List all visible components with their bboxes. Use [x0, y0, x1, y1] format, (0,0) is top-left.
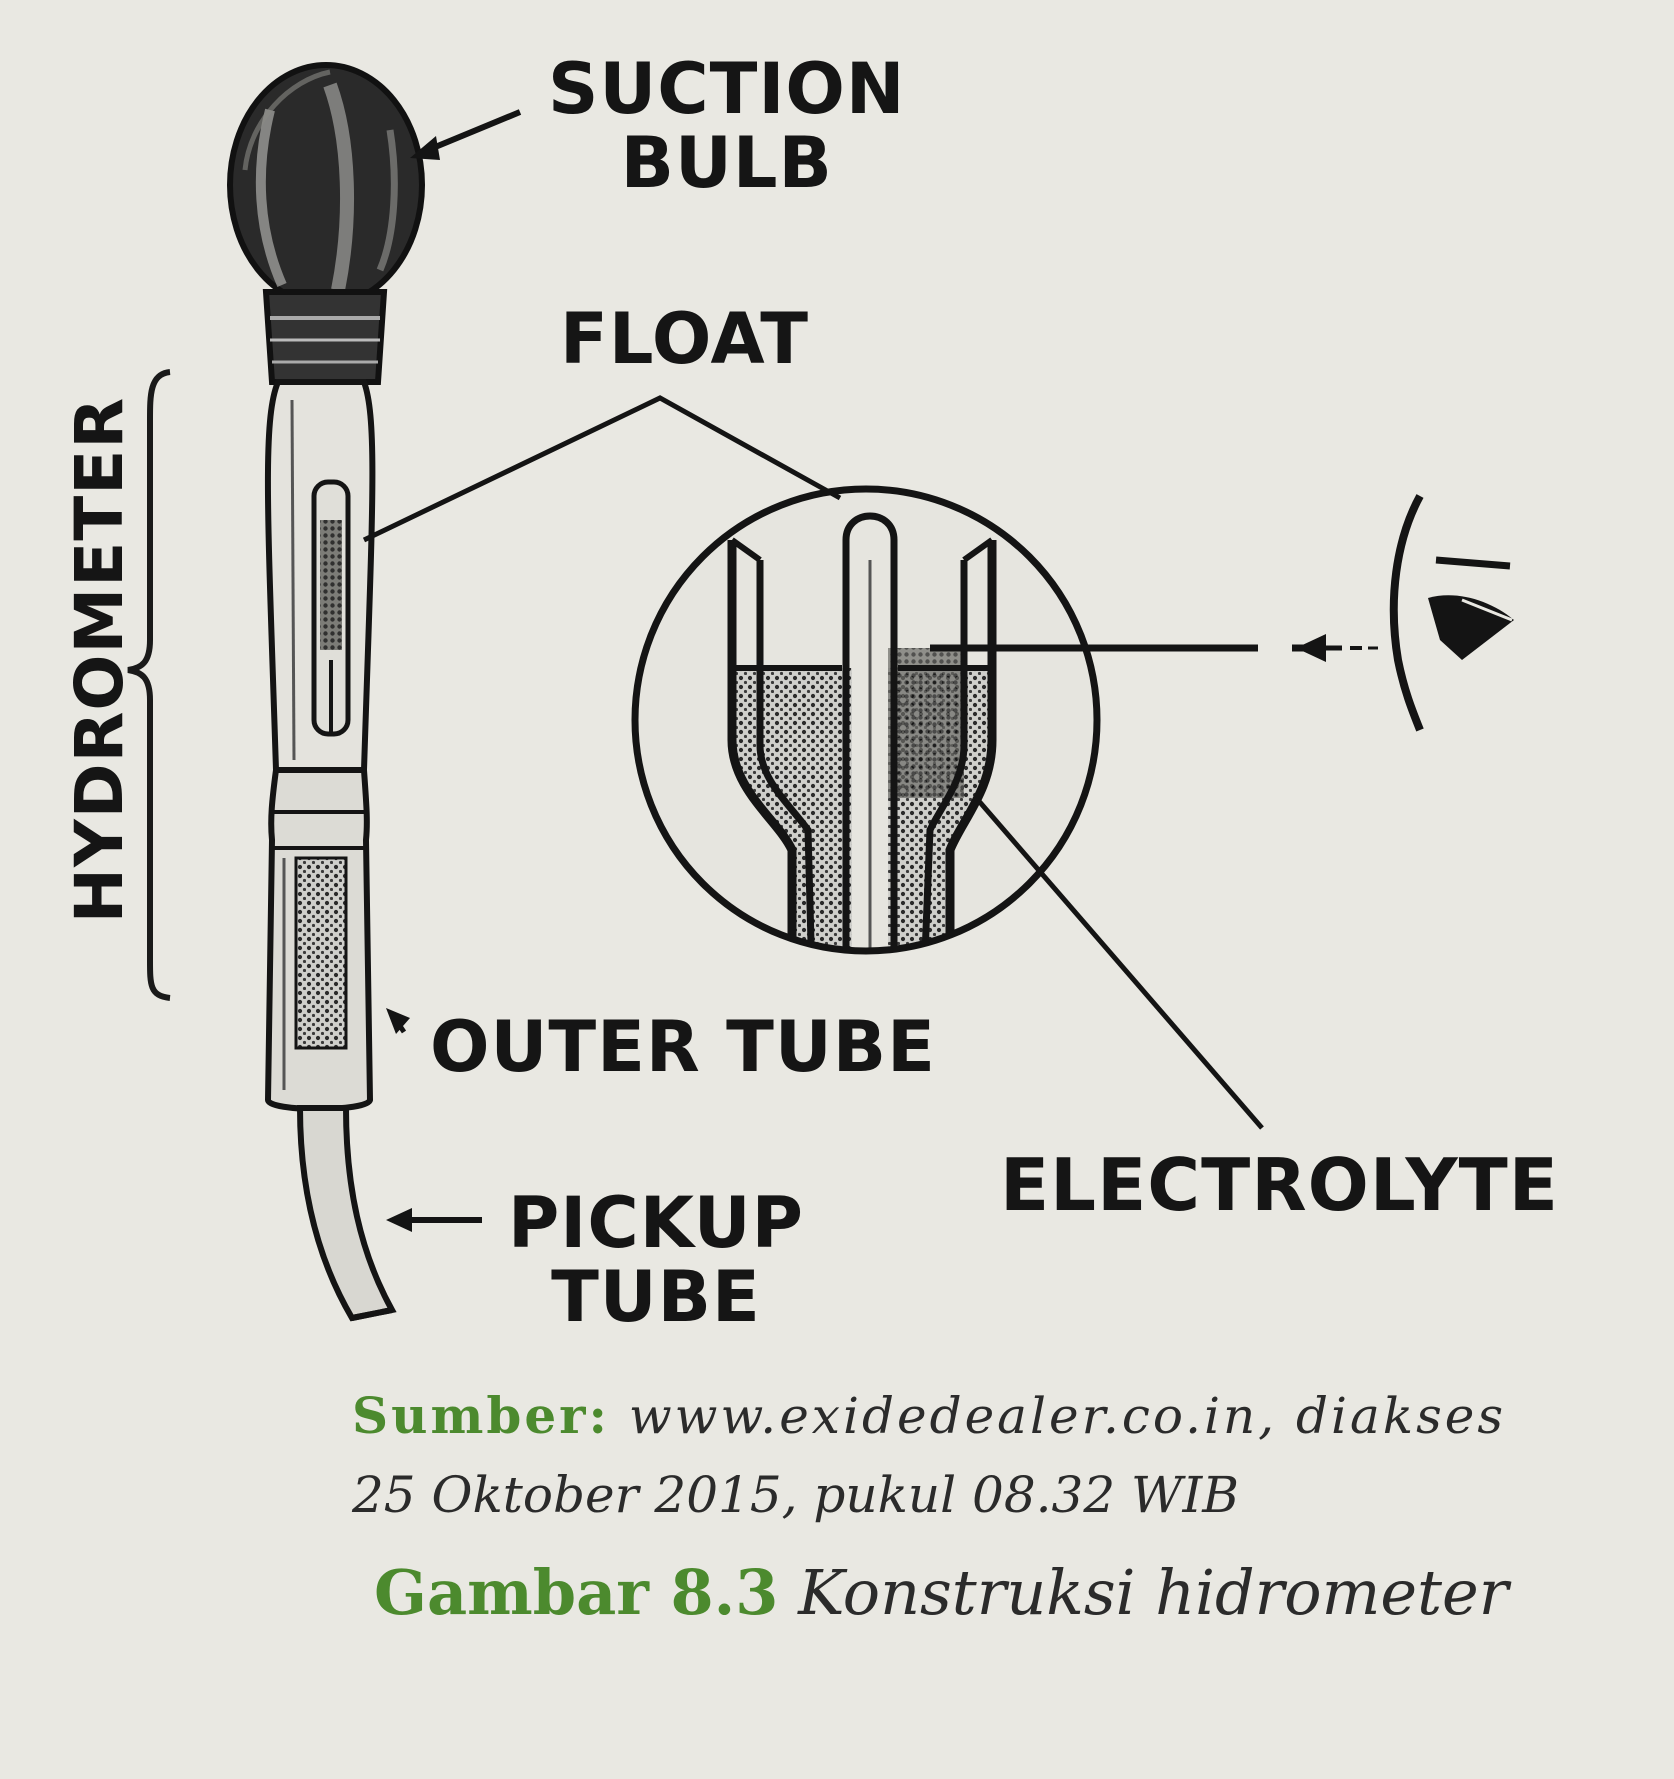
outer-tube [264, 767, 374, 1112]
source-citation: Sumber: www.exidedealer.co.in, diakses [352, 1386, 1506, 1445]
eye-icon [1389, 494, 1514, 732]
magnified-view [631, 485, 1101, 955]
source-url-text: www.exidedealer.co.in, diakses [609, 1387, 1506, 1445]
float-label: FLOAT [560, 298, 810, 380]
suction-bulb-label: SUCTION BULB [548, 52, 906, 200]
pickup-tube-label: PICKUP TUBE [508, 1186, 804, 1334]
hydrometer-brace [127, 369, 171, 1001]
sight-line [930, 634, 1378, 662]
source-date: 25 Oktober 2015, pukul 08.32 WIB [352, 1466, 1239, 1524]
float [311, 479, 351, 737]
source-label: Sumber: [352, 1386, 610, 1445]
hydrometer-label: HYDROMETER [61, 396, 138, 924]
figure-title: Konstruksi hidrometer [778, 1556, 1509, 1629]
electrolyte-label: ELECTROLYTE [1000, 1143, 1559, 1227]
pickup-tube-label-line1: PICKUP [508, 1182, 804, 1264]
figure-number: Gambar 8.3 [374, 1556, 779, 1629]
suction-bulb-label-line2: BULB [620, 122, 833, 204]
pickup-tube [296, 1105, 397, 1322]
leader-lines [362, 109, 1264, 1232]
figure-caption: Gambar 8.3 Konstruksi hidrometer [374, 1556, 1508, 1629]
outer-tube-label: OUTER TUBE [430, 1006, 936, 1088]
pickup-tube-label-line2: TUBE [551, 1256, 761, 1338]
suction-bulb-label-line1: SUCTION [548, 48, 906, 130]
suction-bulb [227, 62, 425, 385]
